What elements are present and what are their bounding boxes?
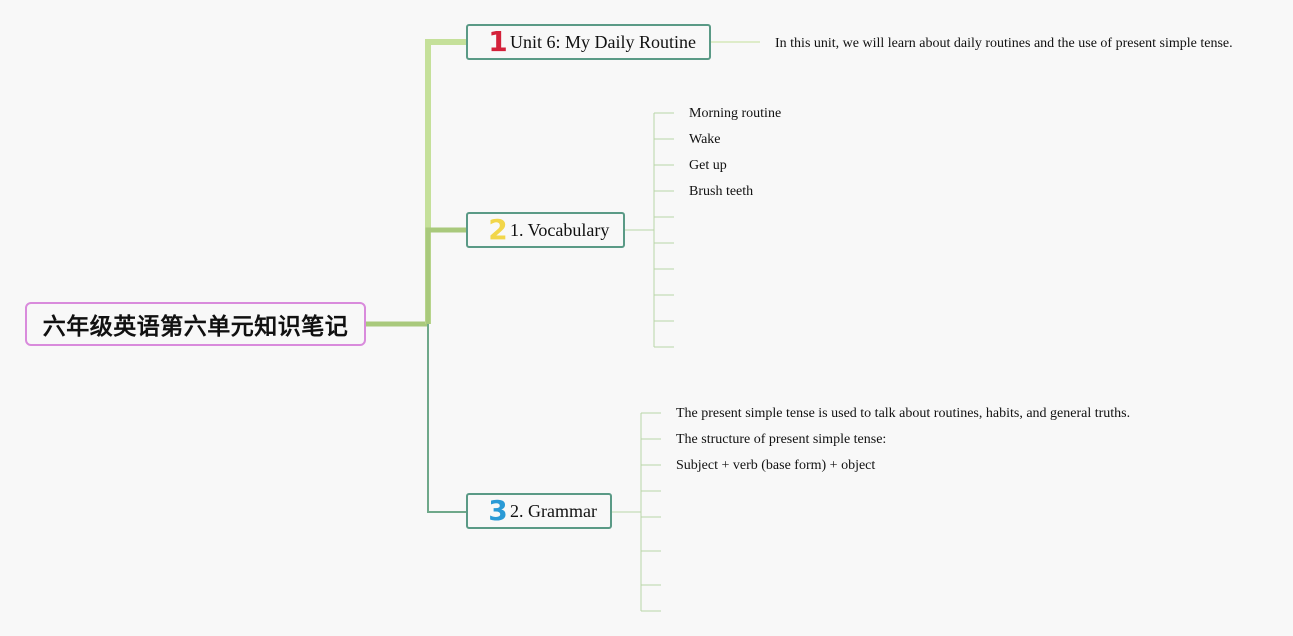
topic-2-leaf-1[interactable]: Morning routine (689, 106, 782, 121)
root-node[interactable]: 六年级英语第六单元知识笔记 (25, 302, 366, 346)
topic-3-leaf-3[interactable]: Subject + verb (base form) + object (676, 458, 876, 473)
topic-1-label: Unit 6: My Daily Routine (510, 31, 696, 52)
topic-3-label: 2. Grammar (510, 500, 597, 521)
branch-topic-3 (427, 324, 466, 513)
number-1-icon: 1 (488, 25, 508, 58)
topic-node-2[interactable]: 2 1. Vocabulary (466, 212, 625, 248)
topic-2-leaf-3[interactable]: Get up (689, 158, 727, 173)
branch-topic-1 (425, 39, 466, 324)
topic-2-leaf-links (625, 112, 674, 348)
topic-2-leaf-2[interactable]: Wake (689, 132, 721, 147)
topic-node-1[interactable]: 1 Unit 6: My Daily Routine (466, 24, 711, 60)
topic-1-leaf-1[interactable]: In this unit, we will learn about daily … (775, 36, 1233, 51)
topic-2-label: 1. Vocabulary (510, 219, 610, 240)
branch-topic-2 (425, 227, 466, 324)
number-3-icon: 3 (488, 494, 508, 527)
topic-3-leaf-2[interactable]: The structure of present simple tense: (676, 432, 887, 447)
topic-2-leaf-4[interactable]: Brush teeth (689, 184, 754, 199)
topic-node-3[interactable]: 3 2. Grammar (466, 493, 612, 529)
topic-3-leaf-1[interactable]: The present simple tense is used to talk… (676, 406, 1131, 421)
number-2-icon: 2 (488, 213, 508, 246)
root-title: 六年级英语第六单元知识笔记 (42, 314, 349, 340)
topic-3-leaf-links (612, 412, 661, 612)
